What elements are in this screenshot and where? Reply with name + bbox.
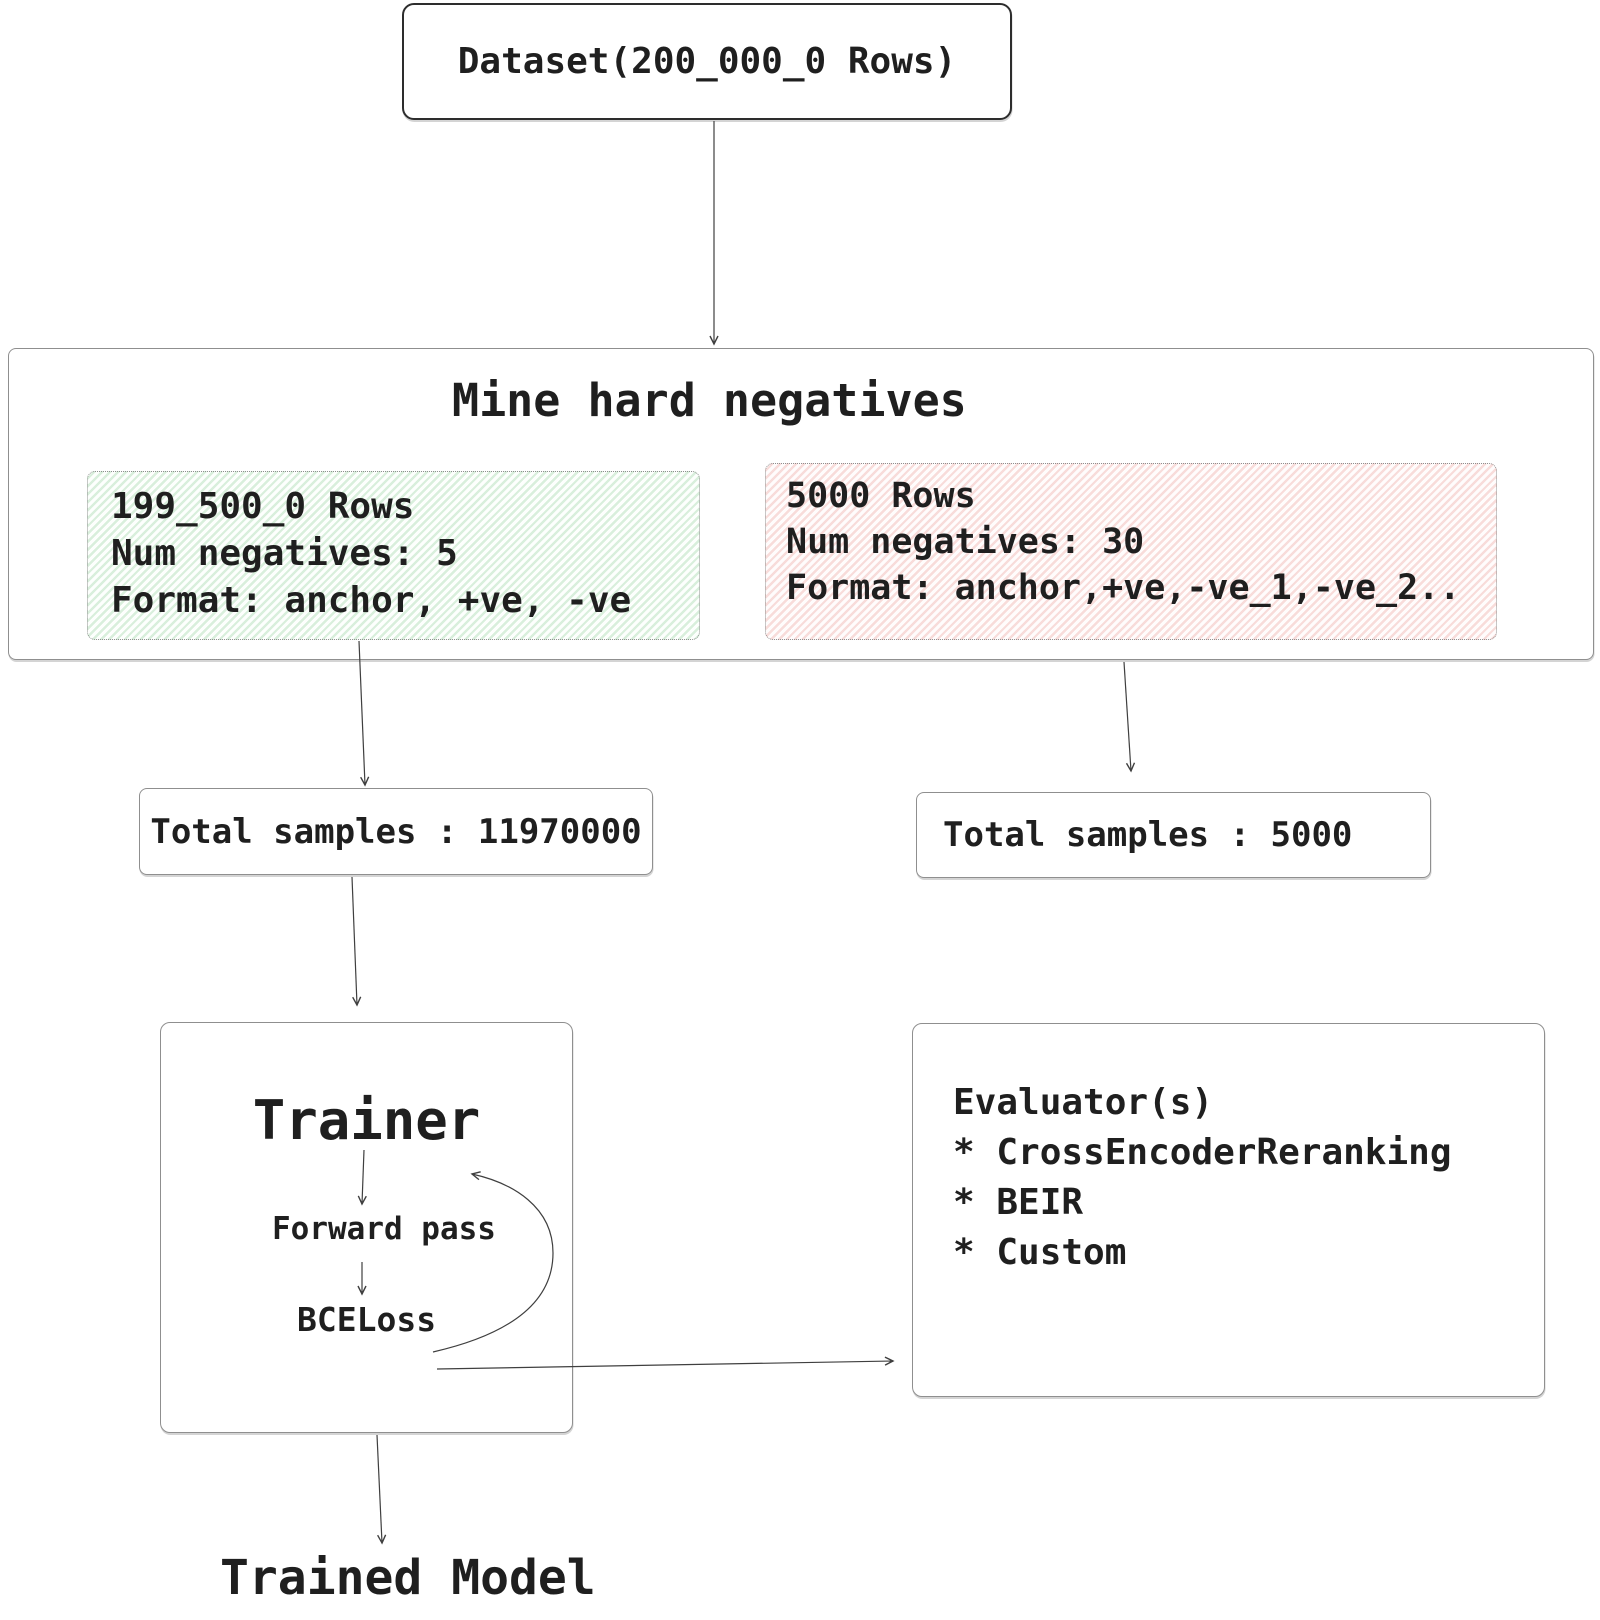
mine-hard-negatives-title: Mine hard negatives <box>452 374 967 427</box>
evaluator-title: Evaluator(s) <box>953 1082 1214 1123</box>
train-split-node: 199_500_0 Rows Num negatives: 5 Format: … <box>87 471 700 640</box>
evaluator-item-crossencoder: * CrossEncoderReranking <box>953 1132 1452 1173</box>
dataset-node: Dataset(200_000_0 Rows) <box>402 3 1012 120</box>
total-samples-eval-label: Total samples : 5000 <box>943 815 1353 855</box>
total-samples-eval-node: Total samples : 5000 <box>916 792 1431 878</box>
train-split-format: Format: anchor, +ve, -ve <box>111 580 632 621</box>
eval-split-format: Format: anchor,+ve,-ve_1,-ve_2.. <box>786 568 1461 608</box>
trained-model-label: Trained Model <box>220 1550 596 1606</box>
eval-split-num-negatives: Num negatives: 30 <box>786 522 1145 562</box>
total-samples-train-node: Total samples : 11970000 <box>139 788 653 875</box>
total-samples-train-label: Total samples : 11970000 <box>150 811 642 852</box>
eval-split-rows: 5000 Rows <box>786 476 976 516</box>
arrow-train-split-to-total <box>358 640 370 787</box>
arrow-total-to-trainer <box>351 876 362 1007</box>
trainer-node: Trainer Forward pass BCELoss <box>160 1022 573 1433</box>
dataset-label: Dataset(200_000_0 Rows) <box>457 41 957 82</box>
arrow-eval-split-to-total <box>1123 661 1136 773</box>
bceloss-label: BCELoss <box>297 1300 437 1339</box>
trainer-title: Trainer <box>252 1089 481 1152</box>
train-split-num-negatives: Num negatives: 5 <box>111 533 458 574</box>
evaluator-item-beir: * BEIR <box>953 1182 1084 1223</box>
train-split-rows: 199_500_0 Rows <box>111 486 415 527</box>
evaluator-item-custom: * Custom <box>953 1232 1127 1273</box>
arrow-trainer-to-trained-model <box>376 1434 387 1545</box>
eval-split-node: 5000 Rows Num negatives: 30 Format: anch… <box>765 463 1497 640</box>
evaluator-node: Evaluator(s) * CrossEncoderReranking * B… <box>912 1023 1545 1397</box>
forward-pass-label: Forward pass <box>272 1211 496 1247</box>
